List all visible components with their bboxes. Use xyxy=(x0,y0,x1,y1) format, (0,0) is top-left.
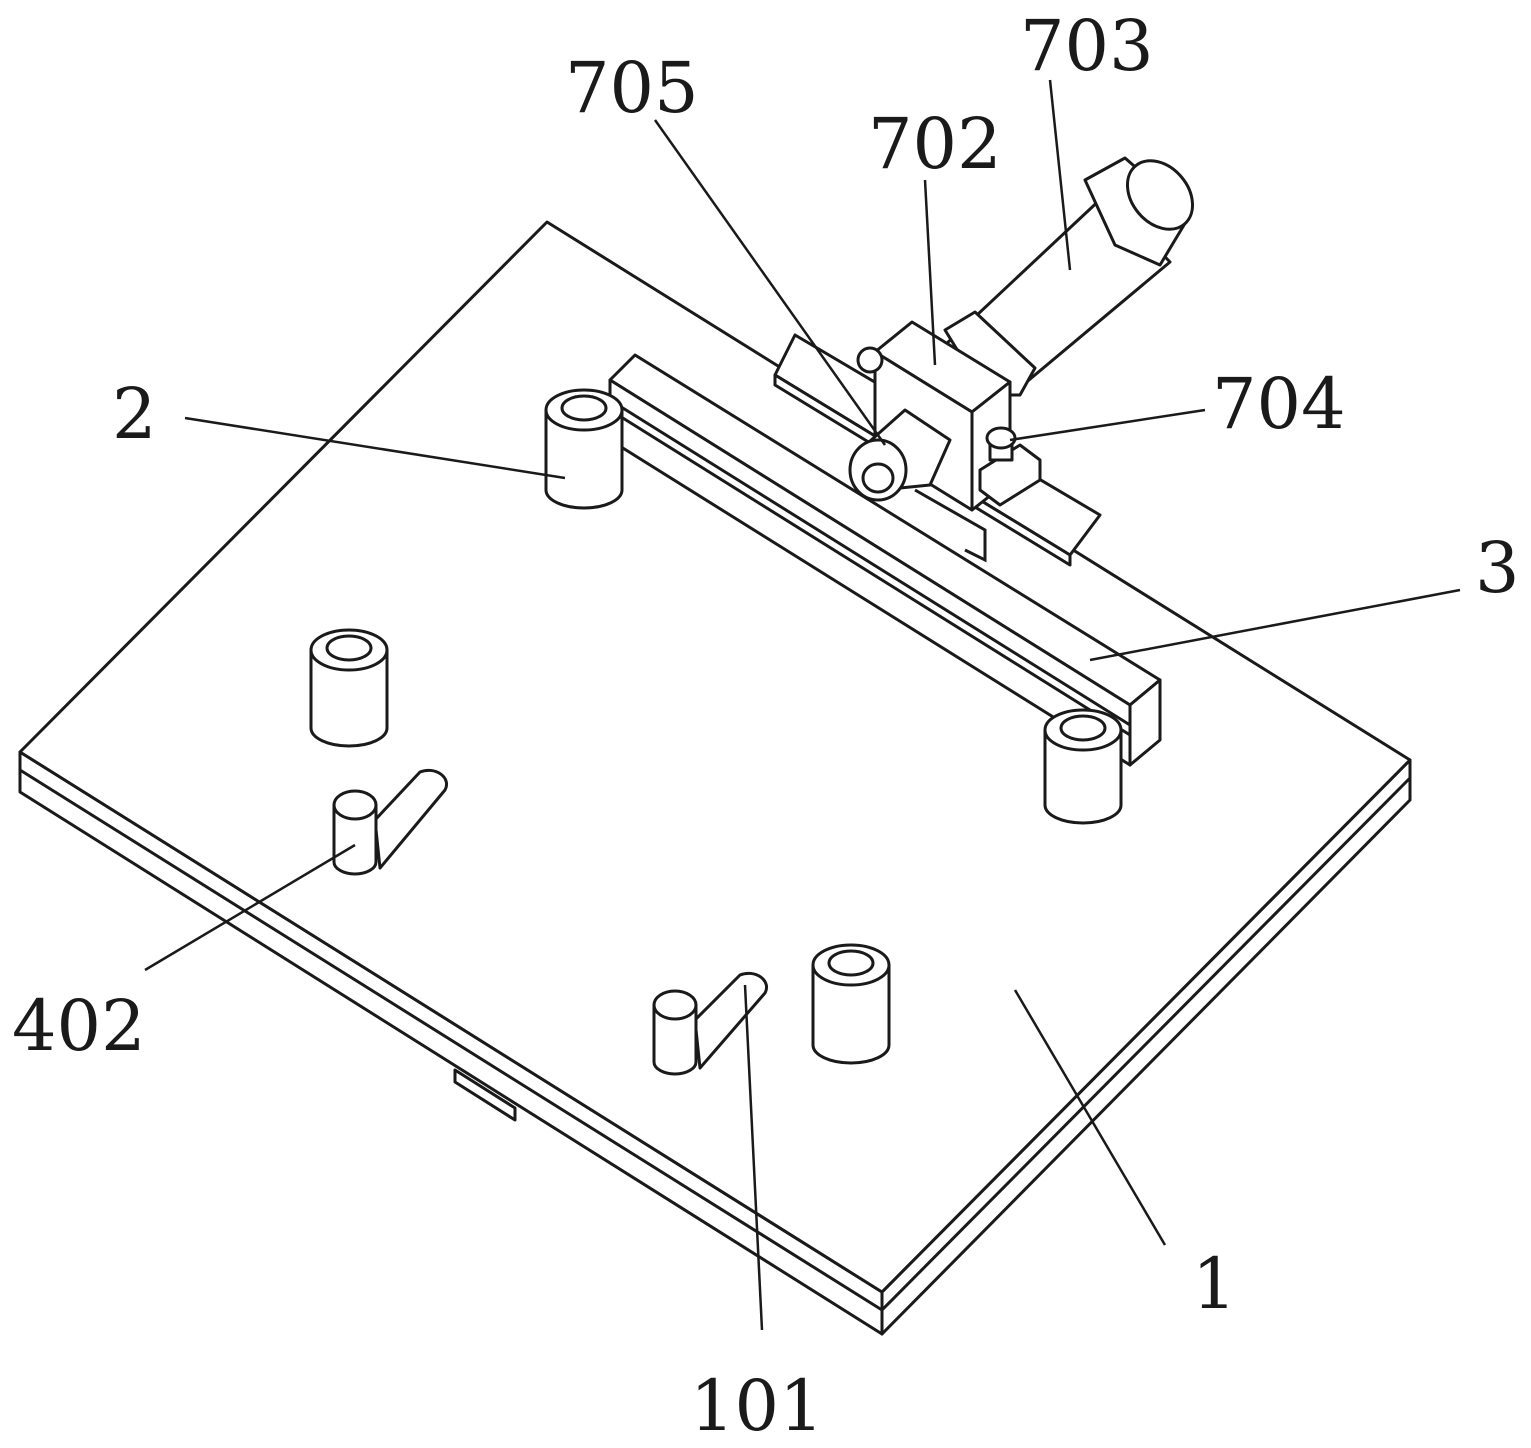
label-705: 705 xyxy=(565,47,699,129)
post xyxy=(546,390,622,508)
label-101: 101 xyxy=(690,1365,824,1447)
post xyxy=(1045,710,1121,823)
label-704: 704 xyxy=(1212,363,1346,445)
post xyxy=(311,630,387,746)
label-2: 2 xyxy=(112,373,157,455)
label-702: 702 xyxy=(868,103,1002,185)
label-703: 703 xyxy=(1020,5,1154,87)
post xyxy=(813,945,889,1063)
label-1: 1 xyxy=(1192,1243,1237,1325)
cylinder-703 xyxy=(945,148,1206,400)
base-plate xyxy=(20,222,1410,1334)
label-3: 3 xyxy=(1475,527,1520,609)
label-402: 402 xyxy=(12,985,146,1067)
